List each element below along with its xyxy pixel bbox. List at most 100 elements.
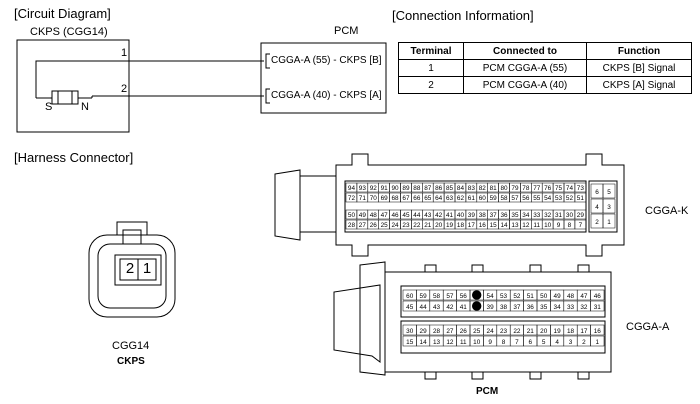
pin-number: 75 <box>555 185 563 192</box>
pin-number: 14 <box>500 222 508 229</box>
pin-number: 30 <box>566 212 574 219</box>
connection-info-heading: [Connection Information] <box>392 8 534 23</box>
cggaa-pin-field-bottom <box>400 320 606 354</box>
pcm-connection-line2: CGGA-A (40) - CKPS [A] <box>271 90 382 101</box>
pin-number: 32 <box>544 212 552 219</box>
pin-number: 78 <box>522 185 530 192</box>
pin1-label: 1 <box>121 47 128 59</box>
pin-number: 92 <box>370 185 378 192</box>
pin-number: 46 <box>594 293 602 300</box>
pin-number: 29 <box>420 328 428 335</box>
pin-number: 38 <box>479 212 487 219</box>
cggak-housing <box>335 153 625 257</box>
pin-number: 68 <box>391 195 399 202</box>
pin-number: 35 <box>540 304 548 311</box>
pin-cell <box>590 324 605 336</box>
table-row: 2 PCM CGGA-A (40) CKPS [A] Signal <box>398 76 692 94</box>
pin-number: 80 <box>500 185 508 192</box>
pin-number: 17 <box>468 222 476 229</box>
ckps-pin-2: 2 <box>125 260 135 277</box>
pin-number: 32 <box>580 304 588 311</box>
pin-number: 58 <box>500 195 508 202</box>
cggaa-housing <box>384 271 612 373</box>
pin-number: 42 <box>446 304 454 311</box>
pin-number: 43 <box>433 304 441 311</box>
pin-number: 50 <box>348 212 356 219</box>
pin-number: 71 <box>359 195 367 202</box>
ckps-connector-latch <box>116 221 148 235</box>
pin-number: 54 <box>487 293 495 300</box>
pin-number: 18 <box>457 222 465 229</box>
pin-number: 5 <box>542 339 546 346</box>
pin-cell <box>590 300 605 312</box>
sensor-core <box>57 90 73 105</box>
pin-number: 37 <box>513 304 521 311</box>
pin-number: 24 <box>487 328 495 335</box>
pin-number: 34 <box>522 212 530 219</box>
pin-number: 6 <box>529 339 533 346</box>
ckps-connector-outer <box>88 234 176 318</box>
pin-number: 19 <box>554 328 562 335</box>
pin-number: 76 <box>544 185 552 192</box>
harness-connector-heading: [Harness Connector] <box>14 150 134 165</box>
pin-number: 60 <box>479 195 487 202</box>
pin-number: 69 <box>381 195 389 202</box>
pin-number: 37 <box>490 212 498 219</box>
pin-number: 26 <box>370 222 378 229</box>
pin-number: 45 <box>406 304 414 311</box>
pin-filled-marker <box>472 290 482 300</box>
pin-number: 33 <box>533 212 541 219</box>
pin-number: 27 <box>446 328 454 335</box>
pin-number: 89 <box>402 185 410 192</box>
cggak-side-field <box>588 180 618 233</box>
pin-number: 72 <box>348 195 356 202</box>
pcm-label: PCM <box>476 386 499 397</box>
pin-number: 85 <box>446 185 454 192</box>
pin-number: 5 <box>607 189 611 196</box>
pin-number: 90 <box>391 185 399 192</box>
pin-number: 8 <box>502 339 506 346</box>
pin-number: 36 <box>527 304 535 311</box>
pin-number: 57 <box>446 293 454 300</box>
pin-number: 4 <box>595 204 599 211</box>
pin-number: 16 <box>479 222 487 229</box>
pin-number: 11 <box>460 339 467 346</box>
pin-number: 27 <box>359 222 367 229</box>
pin-number: 6 <box>595 189 599 196</box>
pin-number: 7 <box>515 339 519 346</box>
pole-n-label: N <box>81 101 89 113</box>
pin-number: 79 <box>511 185 519 192</box>
pin-number: 10 <box>544 222 552 229</box>
pin-number: 65 <box>424 195 432 202</box>
pin-number: 44 <box>413 212 421 219</box>
sensor-name: CKPS (CGG14) <box>30 26 108 38</box>
ckps-connector-name: CKPS <box>117 356 145 367</box>
pin-number: 61 <box>468 195 476 202</box>
cggaa-label: CGGA-A <box>626 321 670 333</box>
pin-number: 36 <box>500 212 508 219</box>
pin-number: 59 <box>420 293 428 300</box>
pin-number: 66 <box>413 195 421 202</box>
cggaa-plug <box>333 284 381 363</box>
pin-number: 77 <box>533 185 541 192</box>
pin-number: 2 <box>582 339 586 346</box>
pin-number: 50 <box>540 293 548 300</box>
pin-number: 39 <box>487 304 495 311</box>
pin-number: 51 <box>577 195 585 202</box>
pin-number: 28 <box>348 222 356 229</box>
pin-number: 52 <box>513 293 521 300</box>
pin-number: 93 <box>359 185 367 192</box>
wire-pin1 <box>35 60 264 98</box>
pin-number: 25 <box>473 328 481 335</box>
cggak-label: CGGA-K <box>645 205 689 217</box>
pin-cell <box>574 219 587 230</box>
pin-cell <box>602 183 616 199</box>
pcm-pin-bracket <box>265 88 270 104</box>
pin-number: 42 <box>435 212 443 219</box>
pin-number: 33 <box>567 304 575 311</box>
pin-number: 52 <box>566 195 574 202</box>
cggak-pin-field <box>344 180 587 233</box>
pin-number: 31 <box>594 304 602 311</box>
cggaa-pin-field-top <box>400 285 606 318</box>
pin-number: 7 <box>579 222 583 229</box>
